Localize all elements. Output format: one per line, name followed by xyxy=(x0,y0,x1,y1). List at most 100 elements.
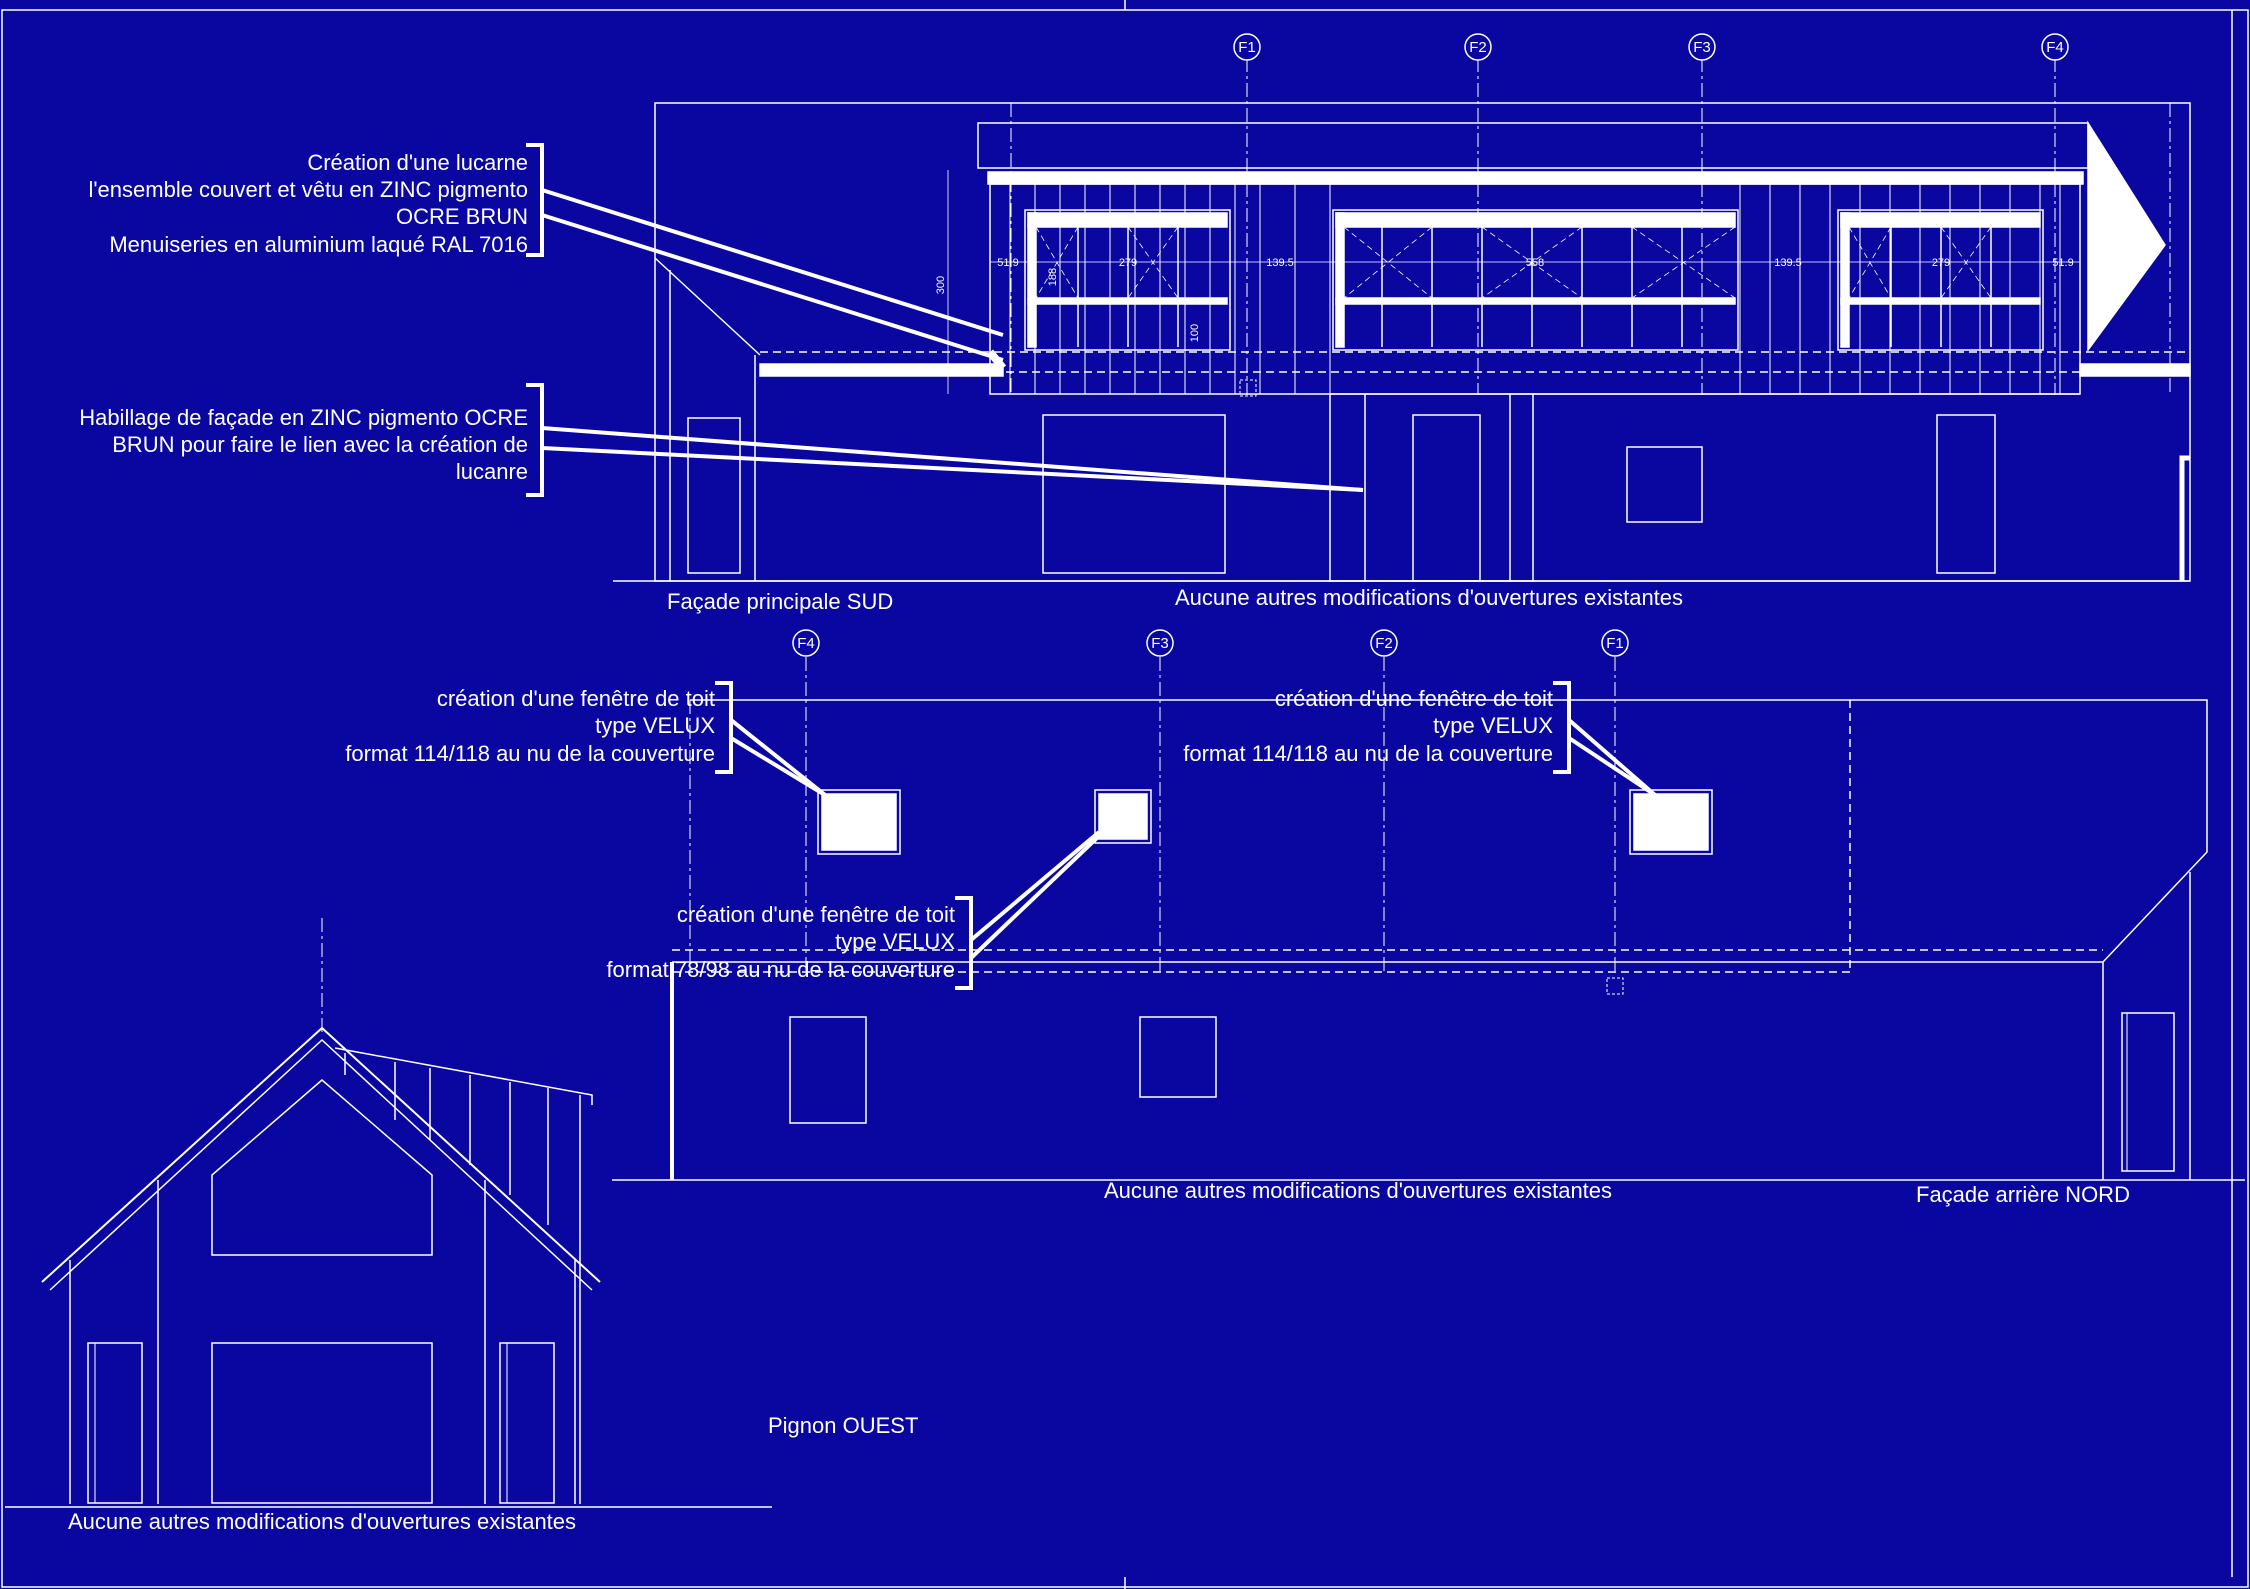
dimension-label: 558 xyxy=(1526,257,1544,269)
leader-line xyxy=(541,446,1364,492)
dimension-label: 188 xyxy=(1047,268,1059,286)
south-window-tall xyxy=(1936,414,1996,574)
velux-small xyxy=(1094,789,1152,844)
north-window-left xyxy=(789,1016,867,1124)
dimension-label: 100 xyxy=(1189,324,1201,342)
south-door-left xyxy=(687,417,741,574)
dormer-window-left xyxy=(1024,209,1231,351)
west-roof-outer xyxy=(41,1026,601,1283)
south-note-cladding: Habillage de façade en ZINC pigmento OCR… xyxy=(79,383,1364,497)
south-grid-label: F1 xyxy=(1238,39,1256,56)
north-grid-label: F1 xyxy=(1606,635,1624,652)
note-bracket xyxy=(715,681,733,774)
velux-large-left xyxy=(817,789,901,855)
north-no-change: Aucune autres modifications d'ouvertures… xyxy=(1104,1178,1612,1203)
note-line: création d'une fenêtre de toit xyxy=(437,686,715,711)
dormer-cap-band xyxy=(987,171,2084,185)
south-grid-label: F2 xyxy=(1469,39,1487,56)
north-window-center xyxy=(1139,1016,1217,1098)
dormer-window-center xyxy=(1332,209,1739,351)
note-line: type VELUX xyxy=(835,929,955,954)
north-grid-F2: F2 xyxy=(1370,629,1398,657)
south-note-dormer: Création d'une lucarne l'ensemble couver… xyxy=(88,143,1004,362)
leader-line xyxy=(541,426,1364,492)
north-note-velux-small: création d'une fenêtre de toit type VELU… xyxy=(606,830,1101,990)
south-grid-F2: F2 xyxy=(1464,33,1492,61)
note-line: BRUN pour faire le lien avec la création… xyxy=(112,432,528,457)
north-grid-label: F3 xyxy=(1151,635,1169,652)
velux-large-right xyxy=(1629,789,1713,855)
west-title: Pignon OUEST xyxy=(768,1413,918,1438)
west-door-left xyxy=(87,1342,143,1504)
dimension-label: 51.9 xyxy=(2052,257,2073,269)
north-note-velux-right: création d'une fenêtre de toit type VELU… xyxy=(1183,681,1657,797)
leader-line xyxy=(541,213,1004,362)
north-elevation xyxy=(612,657,2245,1181)
dormer-cheek xyxy=(2087,120,2166,353)
note-line: format 114/118 au nu de la couverture xyxy=(345,741,715,766)
note-line: format 78/98 au nu de la couverture xyxy=(606,957,955,982)
south-garage-opening xyxy=(1042,414,1226,574)
north-grid-F1: F1 xyxy=(1601,629,1629,657)
north-grid-axes xyxy=(689,657,1616,972)
dimension-label: 51.9 xyxy=(997,257,1018,269)
leader-line xyxy=(541,188,1004,337)
note-line: création d'une fenêtre de toit xyxy=(677,902,955,927)
south-elevation xyxy=(613,58,2191,582)
south-gutter-right xyxy=(2079,363,2191,377)
note-line: format 114/118 au nu de la couverture xyxy=(1183,741,1553,766)
north-roof-outline xyxy=(690,699,2208,963)
west-door-right xyxy=(499,1342,555,1504)
note-bracket xyxy=(1553,681,1571,774)
note-line: type VELUX xyxy=(595,713,715,738)
leader-line xyxy=(1567,718,1657,797)
south-grid-label: F4 xyxy=(2046,39,2064,56)
dimension-label: 139.5 xyxy=(1774,257,1802,269)
north-grid-label: F2 xyxy=(1375,635,1393,652)
north-grid-label: F4 xyxy=(797,635,815,652)
north-door xyxy=(2121,1012,2175,1172)
north-note-velux-left: création d'une fenêtre de toit type VELU… xyxy=(345,681,827,797)
north-grid-bubbles: F4 F3 F2 F1 xyxy=(792,629,1629,657)
west-dormer-profile xyxy=(334,1047,593,1105)
west-roof-inner xyxy=(49,1038,593,1291)
south-gutter-left xyxy=(759,363,1004,377)
south-dimension-labels: 51.9 279 139.5 558 139.5 279 51.9 300 18… xyxy=(935,257,2074,342)
north-grid-F3: F3 xyxy=(1146,629,1174,657)
south-grid-F3: F3 xyxy=(1688,33,1716,61)
note-line: lucanre xyxy=(456,459,528,484)
note-bracket xyxy=(526,143,544,257)
dormer-window-right xyxy=(1837,209,2044,351)
leader-line xyxy=(729,736,827,797)
note-bracket xyxy=(955,896,973,990)
note-line: Menuiseries en aluminium laqué RAL 7016 xyxy=(109,232,528,257)
west-elevation xyxy=(5,918,772,1508)
south-title: Façade principale SUD xyxy=(667,589,893,614)
note-line: création d'une fenêtre de toit xyxy=(1275,686,1553,711)
dimension-label: 139.5 xyxy=(1266,257,1294,269)
south-grid-F4: F4 xyxy=(2041,33,2069,61)
north-grid-F4: F4 xyxy=(792,629,820,657)
south-grid-F1: F1 xyxy=(1233,33,1261,61)
south-lower-facade xyxy=(613,393,2190,582)
west-garage-door xyxy=(211,1342,433,1504)
south-window-small xyxy=(1626,446,1703,523)
note-line: l'ensemble couvert et vêtu en ZINC pigme… xyxy=(88,177,528,202)
dimension-label: 279 xyxy=(1119,257,1137,269)
note-line: OCRE BRUN xyxy=(396,204,528,229)
note-bracket xyxy=(526,383,544,497)
north-title: Façade arrière NORD xyxy=(1916,1182,2130,1207)
note-line: Création d'une lucarne xyxy=(307,150,528,175)
leader-line xyxy=(729,718,827,797)
note-line: type VELUX xyxy=(1433,713,1553,738)
west-gable-window xyxy=(211,1079,433,1256)
south-grid-bubbles: F1 F2 F3 F4 xyxy=(1233,33,2069,61)
dimension-label: 300 xyxy=(935,276,947,294)
leader-line xyxy=(969,830,1101,942)
leader-line xyxy=(969,834,1101,960)
south-grid-axes xyxy=(1010,58,2171,395)
south-roof-slope xyxy=(654,257,761,356)
south-no-change: Aucune autres modifications d'ouvertures… xyxy=(1175,585,1683,610)
south-grid-label: F3 xyxy=(1693,39,1711,56)
